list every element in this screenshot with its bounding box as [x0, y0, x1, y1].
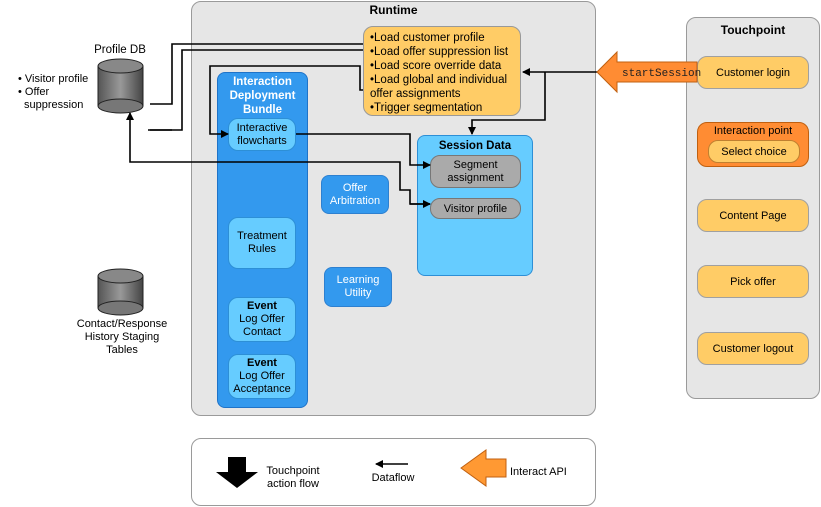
profile-db-bullet: • Offer suppression	[18, 86, 84, 111]
load-steps-list: Load customer profile Load offer suppres…	[364, 27, 520, 115]
load-steps-box: Load customer profile Load offer suppres…	[363, 26, 521, 116]
profile-db-bullets: • Visitor profile • Offer suppression	[18, 73, 98, 112]
treatment-rules-box: Treatment Rules	[228, 217, 296, 269]
learning-utility-box: Learning Utility	[324, 267, 392, 307]
content-page-label: Content Page	[719, 209, 787, 222]
offer-arbitration-box: Offer Arbitration	[321, 175, 389, 214]
load-step: Trigger segmentation	[370, 101, 520, 115]
customer-login-box: Customer login	[697, 56, 809, 89]
legend-interact-api-label: Interact API	[510, 466, 567, 478]
legend-panel	[191, 438, 596, 506]
pick-offer-box: Pick offer	[697, 265, 809, 298]
load-step-text: Load global and individual offer assignm…	[370, 74, 508, 100]
load-step: Load offer suppression list	[370, 45, 520, 59]
event-title: Event	[247, 300, 277, 312]
select-choice-box: Select choice	[708, 140, 800, 163]
event-label: Log Offer Contact	[239, 313, 285, 338]
load-step: Load score override data	[370, 59, 520, 73]
session-data-title: Session Data	[438, 140, 512, 152]
profile-db-bullet-text: Offer suppression	[24, 86, 84, 111]
event-log-offer-contact-box: Event Log Offer Contact	[228, 297, 296, 342]
start-session-label: startSession	[622, 68, 701, 80]
legend-touchpoint-flow-label: Touchpoint action flow	[266, 465, 320, 490]
profile-db-bullet: • Visitor profile	[18, 73, 89, 85]
touchpoint-flow-icon	[216, 457, 258, 488]
segment-assignment-box: Segment assignment	[430, 155, 521, 188]
customer-logout-label: Customer logout	[712, 342, 794, 355]
interaction-point-label: Interaction point	[713, 125, 793, 137]
visitor-profile-label: Visitor profile	[443, 202, 508, 215]
interactive-flowcharts-label: Interactive flowcharts	[236, 121, 288, 147]
start-session-api-arrow: startSession	[596, 50, 701, 94]
dataflow-lines	[126, 43, 597, 208]
contact-db-icon	[97, 268, 144, 316]
interact-api-icon	[460, 449, 507, 487]
bundle-title: Interaction Deployment Bundle	[229, 76, 296, 116]
touchpoint-title: Touchpoint	[720, 23, 786, 37]
offer-arbitration-label: Offer Arbitration	[329, 181, 381, 207]
treatment-rules-label: Treatment Rules	[237, 230, 287, 255]
interaction-point-box: Interaction point Select choice	[697, 122, 809, 167]
profile-db-icon	[97, 58, 144, 114]
customer-logout-box: Customer logout	[697, 332, 809, 365]
visitor-profile-box: Visitor profile	[430, 198, 521, 219]
runtime-title: Runtime	[369, 3, 418, 17]
profile-db-label: Profile DB	[94, 44, 146, 56]
pick-offer-label: Pick offer	[730, 275, 776, 288]
event-label: Log Offer Acceptance	[233, 370, 291, 395]
select-choice-label: Select choice	[721, 145, 787, 158]
learning-utility-label: Learning Utility	[336, 274, 380, 299]
segment-assignment-label: Segment assignment	[447, 158, 504, 184]
legend-dataflow-label: Dataflow	[371, 472, 415, 484]
event-title: Event	[247, 357, 277, 369]
event-log-offer-acceptance-box: Event Log Offer Acceptance	[228, 354, 296, 399]
contact-db-label: Contact/Response History Staging Tables	[76, 318, 168, 356]
profile-db-bullet-text: Visitor profile	[24, 73, 89, 85]
load-step: Load global and individual offer assignm…	[370, 73, 520, 101]
load-step: Load customer profile	[370, 31, 520, 45]
interactive-flowcharts-box: Interactive flowcharts	[228, 118, 296, 151]
customer-login-label: Customer login	[716, 66, 790, 79]
content-page-box: Content Page	[697, 199, 809, 232]
